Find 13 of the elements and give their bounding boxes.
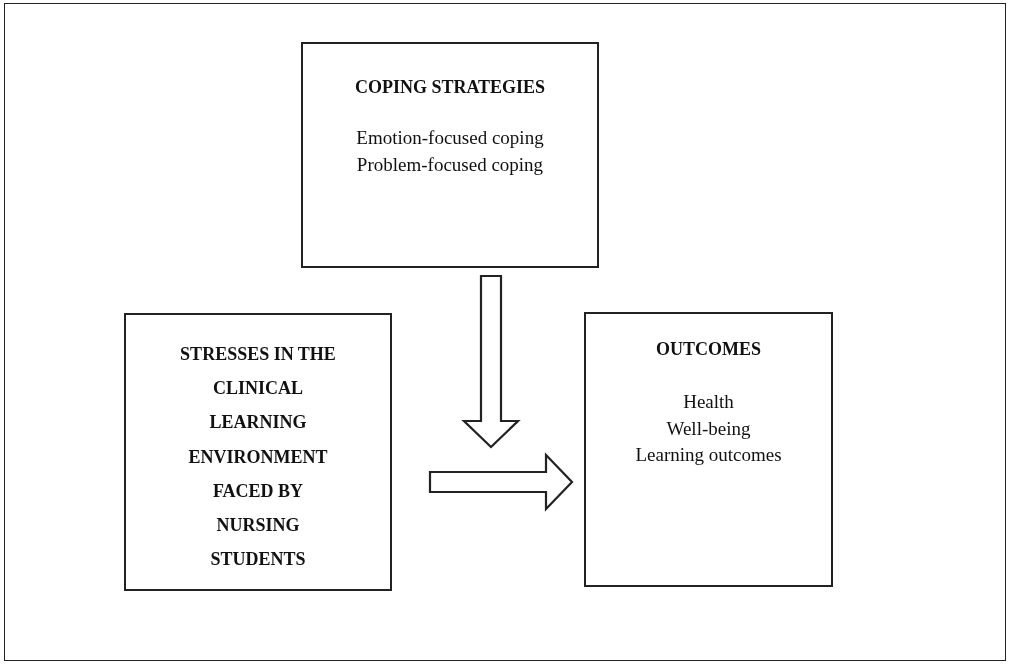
block-arrow bbox=[461, 274, 521, 449]
box-heading: OUTCOMES bbox=[656, 338, 761, 361]
box-heading: STRESSES IN THE CLINICAL LEARNING ENVIRONMENT FACED BY NURSING STUDENTS bbox=[179, 343, 337, 572]
concept-box bbox=[301, 42, 599, 268]
box-item: Well-being bbox=[666, 416, 751, 441]
box-item: Health bbox=[683, 390, 734, 414]
concept-box bbox=[124, 313, 392, 591]
box-heading: COPING STRATEGIES bbox=[354, 76, 546, 99]
concept-box bbox=[584, 312, 833, 587]
box-item: Emotion-focused coping bbox=[356, 126, 544, 150]
block-arrow bbox=[428, 452, 574, 512]
box-item: Problem-focused coping bbox=[356, 152, 544, 177]
box-item: Learning outcomes bbox=[635, 443, 782, 468]
